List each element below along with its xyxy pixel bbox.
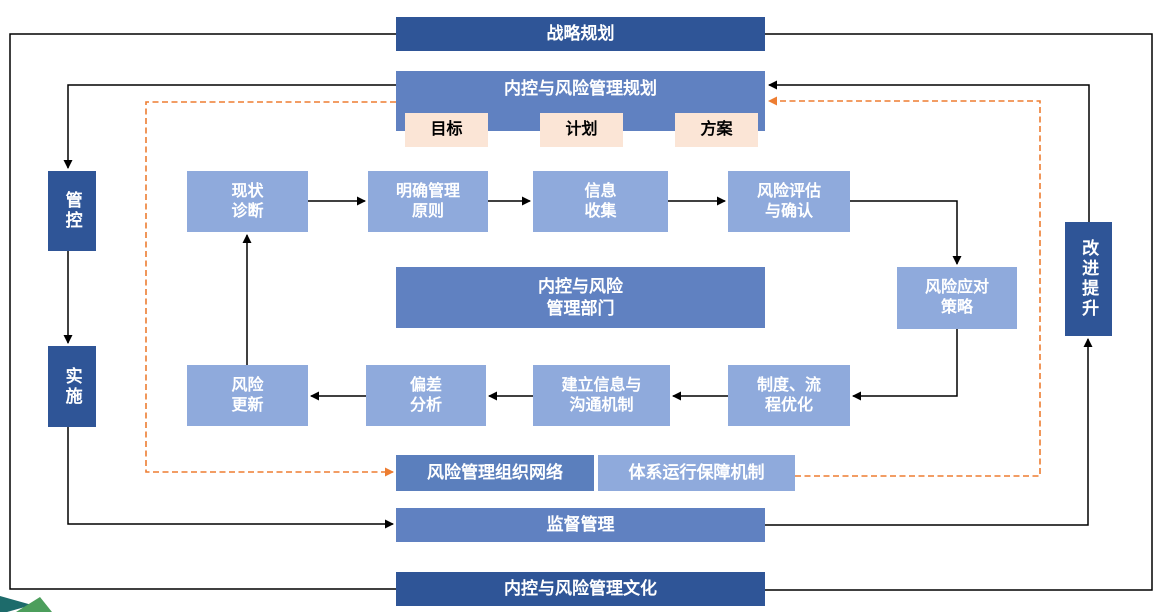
node-risk-assessment: 风险评估 与确认 bbox=[728, 171, 850, 232]
node-process-optimization: 制度、流 程优化 bbox=[728, 365, 850, 426]
node-communication-mechanism: 建立信息与 沟通机制 bbox=[533, 365, 670, 426]
node-improvement: 改进提升 bbox=[1065, 222, 1112, 336]
logo-icon bbox=[0, 596, 52, 612]
node-org-network: 风险管理组织网络 bbox=[396, 455, 594, 491]
node-risk-update: 风险 更新 bbox=[187, 365, 308, 426]
node-control: 管控 bbox=[48, 171, 96, 251]
node-culture: 内控与风险管理文化 bbox=[396, 572, 765, 606]
node-supervision: 监督管理 bbox=[396, 508, 765, 542]
node-strategic-planning: 战略规划 bbox=[396, 17, 765, 51]
arrow-implementation-to-supervision bbox=[67, 427, 394, 529]
node-operation-guarantee: 体系运行保障机制 bbox=[598, 455, 795, 491]
outer-loop-left-line bbox=[9, 33, 396, 590]
node-clarify-principles: 明确管理 原则 bbox=[368, 171, 488, 232]
arrow-assessment-to-response bbox=[850, 200, 962, 265]
node-center-department: 内控与风险 管理部门 bbox=[396, 267, 765, 328]
node-deviation-analysis: 偏差 分析 bbox=[366, 365, 486, 426]
arrow-planning-to-control bbox=[63, 84, 396, 169]
node-implementation: 实施 bbox=[48, 346, 96, 427]
node-scheme: 方案 bbox=[675, 113, 758, 147]
node-goal: 目标 bbox=[405, 113, 488, 147]
arrow-response-to-optimization bbox=[852, 329, 958, 401]
node-status-diagnosis: 现状 诊断 bbox=[187, 171, 308, 232]
node-risk-response: 风险应对 策略 bbox=[897, 267, 1017, 329]
node-plan: 计划 bbox=[540, 113, 623, 147]
node-info-collection: 信息 收集 bbox=[533, 171, 668, 232]
